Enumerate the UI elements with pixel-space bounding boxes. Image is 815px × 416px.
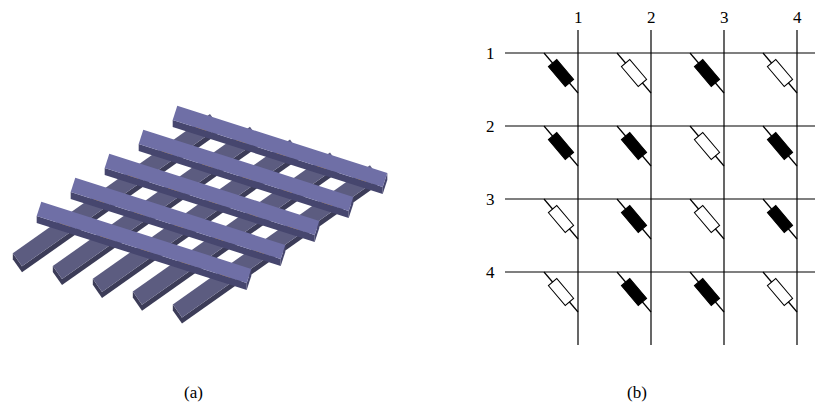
resistor-lead [617,272,651,312]
resistor-lead [544,53,578,93]
row-wire [505,271,815,272]
resistor-symbol [767,206,792,233]
resistor-lead [763,126,797,166]
resistor-lead [544,199,578,239]
resistor-lead [617,199,651,239]
resistor-symbol [548,279,573,306]
resistor-symbol [767,133,792,160]
crossbar-grid [505,30,815,345]
bar-side [37,216,247,290]
column-wire [577,30,578,345]
panel-label: (b) [627,384,647,401]
resistor-lead [690,199,724,239]
resistor-symbol [621,133,646,160]
resistor-symbol [621,279,646,306]
resistor-lead [763,199,797,239]
resistor-symbol [767,279,792,306]
crossbar-3d [13,106,388,324]
resistor-symbol [694,60,719,87]
resistor-lead [690,126,724,166]
resistor-symbol [767,60,792,87]
column-wire [650,30,651,345]
panel-label: (a) [184,384,203,401]
resistor-lead [763,53,797,93]
line-number: 4 [793,9,802,26]
resistor-lead [617,126,651,166]
line-number: 3 [720,9,729,26]
resistor-lead [617,53,651,93]
line-number: 4 [486,264,495,281]
row-wire [505,125,815,126]
resistor-symbol [621,60,646,87]
resistor-symbol [548,133,573,160]
resistor-symbol [694,206,719,233]
resistor-lead [544,272,578,312]
line-number: 1 [574,9,583,26]
row-wire [505,198,815,199]
resistor-lead [690,53,724,93]
line-number: 2 [486,118,495,135]
line-number: 3 [486,191,495,208]
resistor-symbol [694,133,719,160]
resistor-symbol [621,206,646,233]
row-wire [505,52,815,53]
line-number: 1 [486,45,495,62]
column-wire [723,30,724,345]
column-wire [796,30,797,345]
resistor-lead [763,272,797,312]
resistor-lead [690,272,724,312]
resistor-symbol [548,206,573,233]
resistor-symbol [694,279,719,306]
resistor-symbol [548,60,573,87]
line-number: 2 [647,9,656,26]
bar-top [37,202,252,283]
resistor-lead [544,126,578,166]
